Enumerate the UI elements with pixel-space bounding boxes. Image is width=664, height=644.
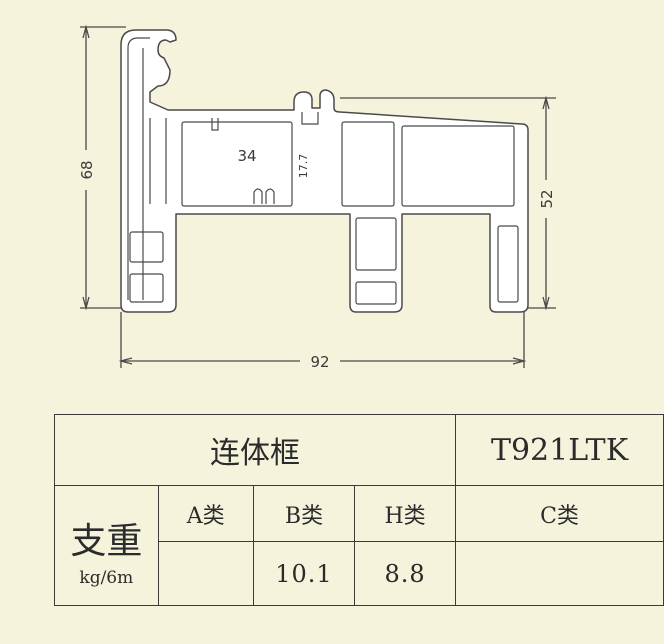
column-header-b: B类: [252, 485, 356, 542]
dimension-92: [118, 312, 527, 368]
dimension-52: [340, 95, 556, 311]
dimension-label-52: 52: [538, 189, 556, 208]
dimension-label-92: 92: [310, 353, 329, 371]
weight-unit: kg/6m: [79, 567, 134, 588]
model-number: T921LTK: [455, 414, 664, 486]
column-header-c: C类: [455, 485, 664, 542]
spec-header-row: 连体框 T921LTK: [53, 414, 664, 486]
weight-label: 支重: [70, 520, 143, 562]
dimension-label-17-7: 17.7: [297, 154, 310, 179]
dimension-68: [80, 24, 126, 311]
value-h: 8.8: [354, 541, 457, 606]
value-a: [157, 541, 254, 606]
dimension-label-34: 34: [237, 147, 256, 165]
profile-chambers: [127, 37, 519, 305]
column-header-h: H类: [354, 485, 457, 542]
value-b: 10.1: [252, 541, 356, 606]
weight-label-cell: 支重 kg/6m: [54, 485, 159, 606]
dimension-label-68: 68: [78, 160, 96, 179]
value-c: [455, 541, 664, 606]
profile-drawing: 68 52 92 34 17.7: [78, 24, 556, 371]
spec-value-row: 10.1 8.8: [55, 541, 664, 606]
profile-section: [120, 29, 529, 313]
column-header-a: A类: [157, 485, 254, 542]
spec-table: 连体框 T921LTK 支重 kg/6m A类 B类 H类 C类 10.1 8.…: [53, 414, 664, 606]
spec-column-row: 支重 kg/6m A类 B类 H类 C类: [54, 485, 664, 606]
profile-name: 连体框: [53, 414, 457, 486]
